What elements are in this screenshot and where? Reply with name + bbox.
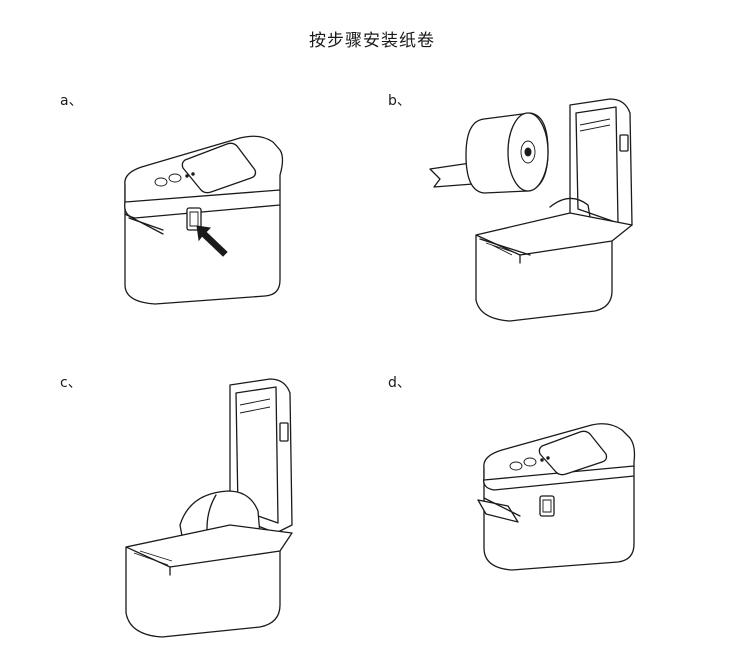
printer-open-roll-inserted-figure [120,375,320,645]
step-label-c: c、 [60,375,82,391]
printer-closed-press-button-figure [115,130,315,310]
step-label-a: a、 [60,93,83,109]
step-label-b: b、 [388,93,411,109]
page-title: 按步骤安装纸卷 [309,31,435,51]
printer-closed-paper-out-figure [478,418,658,578]
printer-open-with-paper-roll-figure [420,95,640,325]
step-label-d: d、 [388,375,411,391]
